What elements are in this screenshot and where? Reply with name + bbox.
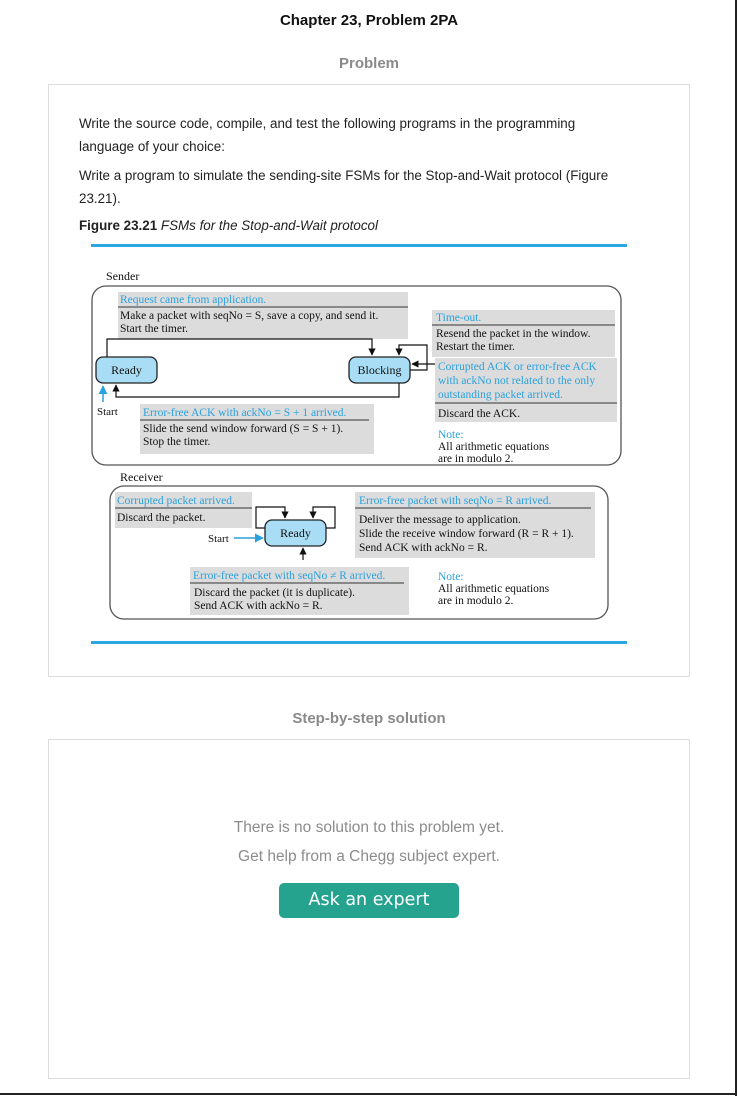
sender-request-action-1: Make a packet with seqNo = S, save a cop… (120, 310, 378, 322)
sender-request-box (118, 292, 408, 339)
receiver-duplicate-box (190, 567, 409, 615)
solution-card (48, 739, 690, 1079)
receiver-duplicate-action-2: Send ACK with ackNo = R. (194, 600, 323, 612)
figure-bottom-rule (91, 641, 627, 644)
sender-state-ready (95, 356, 158, 384)
sender-corrupted-event-2: with ackNo not related to the only (438, 375, 595, 387)
sender-timeout-event: Time-out. (436, 312, 481, 324)
problem-section-title: Problem (338, 55, 399, 72)
receiver-duplicate-action-1: Discard the packet (it is duplicate). (194, 587, 355, 599)
page-title: Chapter 23, Problem 2PA (279, 12, 459, 29)
sender-errorfree-event: Error-free ACK with ackNo = S + 1 arrive… (143, 407, 347, 419)
sender-errorfree-action-2: Stop the timer. (143, 436, 211, 448)
receiver-errorfree-box (355, 492, 595, 558)
receiver-note-title: Note: (438, 571, 464, 583)
sender-note-line-2: are in modulo 2. (438, 453, 513, 465)
receiver-state-ready (264, 519, 327, 547)
receiver-errorfree-action-2: Slide the receive window forward (R = R … (359, 528, 574, 540)
receiver-start-label: Start (208, 533, 229, 545)
receiver-errorfree-event: Error-free packet with seqNo = R arrived… (359, 495, 552, 507)
problem-paragraph-1: Write the source code, compile, and test… (79, 116, 576, 154)
sender-corrupted-event-3: outstanding packet arrived. (438, 389, 563, 401)
sender-timeout-action-1: Resend the packet in the window. (436, 328, 591, 340)
sender-request-action-2: Start the timer. (120, 323, 188, 335)
fsm-figure: Sender Request came from application. Ma… (91, 269, 622, 620)
sender-state-blocking-label: Blocking (358, 363, 402, 377)
window-border-bottom (0, 1093, 737, 1095)
sender-corrupted-box (435, 358, 617, 422)
receiver-note-line-2: are in modulo 2. (438, 595, 513, 607)
sender-errorfree-box (140, 404, 374, 454)
receiver-corrupted-box (115, 492, 252, 528)
sender-label: Sender (106, 269, 139, 283)
receiver-duplicate-event: Error-free packet with seqNo ≠ R arrived… (193, 570, 385, 582)
sender-state-ready-label: Ready (111, 363, 142, 377)
expert-help-message: Get help from a Chegg subject expert. (238, 848, 500, 865)
problem-paragraph-2: Write a program to simulate the sending-… (79, 168, 609, 206)
receiver-label: Receiver (120, 470, 163, 484)
receiver-state-ready-label: Ready (280, 526, 311, 540)
receiver-corrupted-action: Discard the packet. (117, 512, 206, 524)
sender-timeout-action-2: Restart the timer. (436, 341, 515, 353)
solution-section-title: Step-by-step solution (292, 710, 446, 727)
receiver-errorfree-action-1: Deliver the message to application. (359, 514, 521, 526)
sender-errorfree-action-1: Slide the send window forward (S = S + 1… (143, 423, 343, 435)
figure-caption: Figure 23.21 FSMs for the Stop-and-Wait … (79, 218, 378, 233)
window-border-right (735, 0, 737, 1096)
sender-note-line-1: All arithmetic equations (438, 441, 550, 453)
sender-corrupted-event-1: Corrupted ACK or error-free ACK (438, 361, 598, 373)
figure-top-rule (91, 244, 627, 247)
receiver-note-line-1: All arithmetic equations (438, 583, 550, 595)
ask-expert-button[interactable]: Ask an expert (279, 883, 459, 918)
no-solution-message: There is no solution to this problem yet… (233, 819, 505, 836)
sender-request-event: Request came from application. (120, 294, 266, 306)
sender-corrupted-action: Discard the ACK. (438, 408, 520, 420)
receiver-errorfree-action-3: Send ACK with ackNo = R. (359, 542, 488, 554)
receiver-corrupted-event: Corrupted packet arrived. (117, 495, 235, 507)
sender-timeout-box (432, 310, 615, 357)
sender-note-title: Note: (438, 429, 464, 441)
figure-title: FSMs for the Stop-and-Wait protocol (160, 218, 378, 233)
sender-start-label: Start (97, 406, 118, 418)
figure-number: Figure 23.21 (79, 218, 158, 233)
